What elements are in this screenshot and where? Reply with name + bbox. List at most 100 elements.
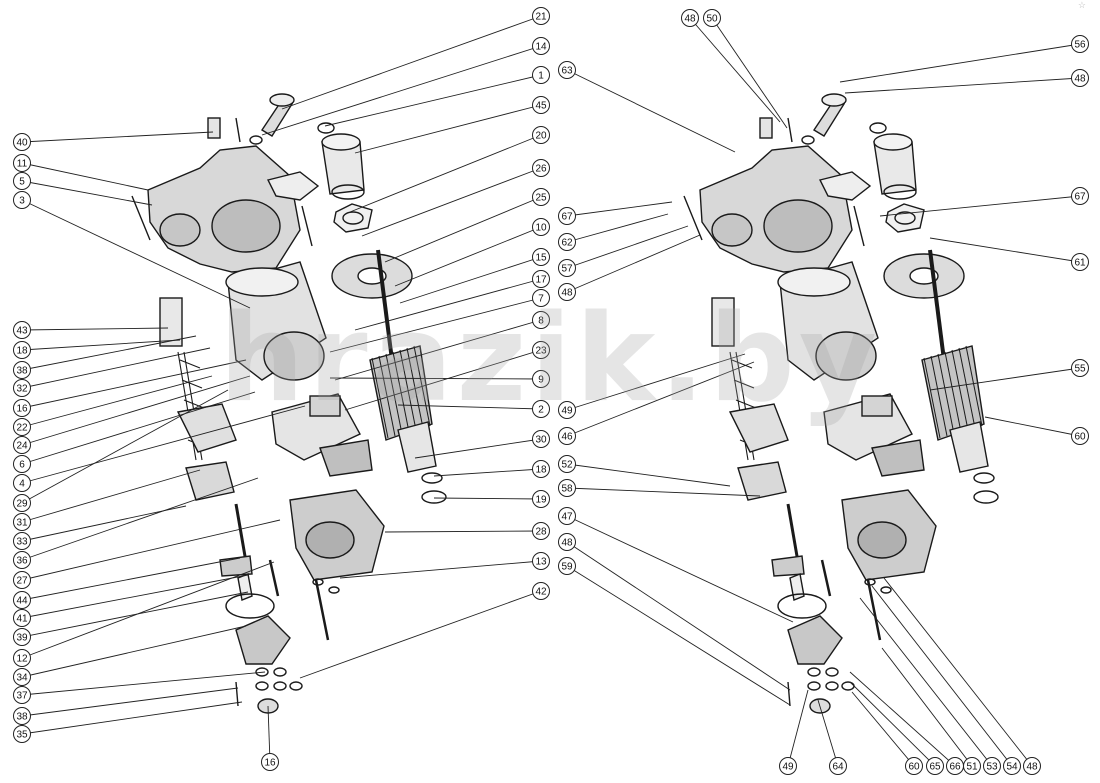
callout-label: 51: [966, 762, 978, 773]
left-leader-line: [21, 339, 181, 351]
left-callout-13: 13: [532, 552, 550, 570]
callout-circle: [1003, 757, 1021, 775]
callout-label: 38: [16, 712, 28, 723]
callout-label: 17: [535, 275, 547, 286]
left-callout-2: 2: [532, 400, 550, 418]
right-leader-line: [566, 234, 701, 293]
callout-circle: [1071, 35, 1089, 53]
callout-label: 45: [535, 101, 547, 112]
left-callout-41: 41: [13, 609, 31, 627]
left-callout-3: 3: [13, 191, 31, 209]
callout-circle: [532, 188, 550, 206]
housing-port: [711, 213, 753, 247]
callout-circle: [983, 757, 1001, 775]
left-callout-26: 26: [532, 159, 550, 177]
left-callout-29: 29: [13, 494, 31, 512]
armature-slot: [930, 355, 948, 437]
right-callout-53: 53: [983, 757, 1001, 775]
small-washer: [801, 135, 815, 145]
lever-fork: [266, 171, 320, 201]
left-callout-9: 9: [532, 370, 550, 388]
callout-circle: [558, 479, 576, 497]
callout-circle: [905, 757, 923, 775]
left-leader-line: [21, 335, 197, 371]
callout-circle: [13, 321, 31, 339]
callout-circle: [532, 66, 550, 84]
yoke-bore: [815, 331, 877, 381]
right-leader-line: [566, 565, 791, 706]
right-callout-50: 50: [703, 9, 721, 27]
callout-label: 40: [16, 138, 28, 149]
left-callout-15: 15: [532, 248, 550, 266]
armature-slot: [371, 357, 389, 439]
callout-circle: [13, 361, 31, 379]
callout-circle: [13, 571, 31, 589]
callout-circle: [532, 7, 550, 25]
right-callout-49: 49: [558, 401, 576, 419]
left-callout-31: 31: [13, 513, 31, 531]
left-leader-line: [21, 574, 249, 619]
left-callout-38: 38: [13, 361, 31, 379]
screw: [268, 559, 280, 597]
callout-circle: [13, 379, 31, 397]
right-callout-47: 47: [558, 507, 576, 525]
callout-circle: [558, 61, 576, 79]
left-callout-8: 8: [532, 311, 550, 329]
solenoid-cap: [873, 133, 913, 151]
callout-circle: [532, 311, 550, 329]
left-callout-38: 38: [13, 707, 31, 725]
callout-circle: [558, 259, 576, 277]
callout-circle: [532, 270, 550, 288]
left-callout-42: 42: [532, 582, 550, 600]
callout-circle: [532, 490, 550, 508]
callout-circle: [13, 628, 31, 646]
callout-circle: [558, 455, 576, 473]
callout-circle: [532, 126, 550, 144]
housing-bolt: [787, 117, 793, 143]
lower-stud: [234, 503, 248, 563]
right-callout-52: 52: [558, 455, 576, 473]
left-leader-line: [324, 74, 542, 127]
right-leader-line: [859, 597, 993, 767]
callout-label: 1: [538, 71, 544, 82]
callout-circle: [532, 430, 550, 448]
bush: [759, 117, 773, 139]
pin-head: [269, 93, 295, 107]
callout-circle: [532, 159, 550, 177]
left-callout-18: 18: [532, 460, 550, 478]
left-callout-5: 5: [13, 172, 31, 190]
armature-slot: [937, 353, 955, 435]
left-leader-line: [329, 377, 542, 380]
right-leader-line: [871, 585, 1013, 767]
left-leader-line: [21, 469, 201, 523]
right-callout-60: 60: [905, 757, 923, 775]
callout-label: 64: [832, 762, 844, 773]
left-callout-40: 40: [13, 133, 31, 151]
callout-label: 22: [16, 423, 28, 434]
callout-circle: [1071, 359, 1089, 377]
left-leader-line: [433, 468, 542, 477]
right-leader-line: [566, 463, 731, 487]
armature-slot: [944, 351, 962, 433]
end-washer: [973, 490, 999, 504]
callout-label: 27: [16, 576, 28, 587]
callout-label: 62: [561, 238, 573, 249]
armature-slot: [392, 351, 410, 433]
left-callout-20: 20: [532, 126, 550, 144]
bracket-bearing: [305, 521, 355, 559]
seal-ring: [777, 593, 827, 619]
solenoid-cap: [321, 133, 361, 151]
yoke-top: [777, 267, 851, 297]
left-callout-25: 25: [532, 188, 550, 206]
seal-ring: [225, 593, 275, 619]
right-leader-line: [689, 17, 781, 123]
through-bolt: [866, 579, 882, 641]
right-leader-line: [929, 237, 1081, 263]
callout-circle: [532, 582, 550, 600]
right-leader-line: [711, 17, 788, 129]
right-callout-58: 58: [558, 479, 576, 497]
right-leader-line: [566, 515, 794, 623]
armature-slot: [385, 353, 403, 435]
callout-label: 47: [561, 512, 573, 523]
callout-circle: [13, 172, 31, 190]
